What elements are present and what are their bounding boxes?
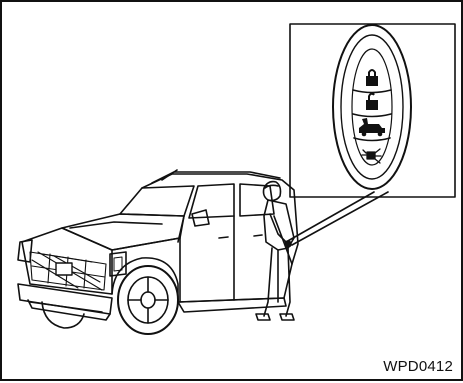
grille <box>30 252 106 290</box>
suv-body <box>18 170 298 320</box>
liftgate-icon <box>359 118 385 136</box>
front-wheel <box>118 266 178 334</box>
pointer-line-upper <box>286 192 374 242</box>
unlock-icon <box>366 92 378 110</box>
fob-inset-box <box>290 24 455 197</box>
figure-code: WPD0412 <box>383 358 453 375</box>
pointer-line-lower <box>292 192 388 245</box>
lock-icon <box>366 69 378 86</box>
